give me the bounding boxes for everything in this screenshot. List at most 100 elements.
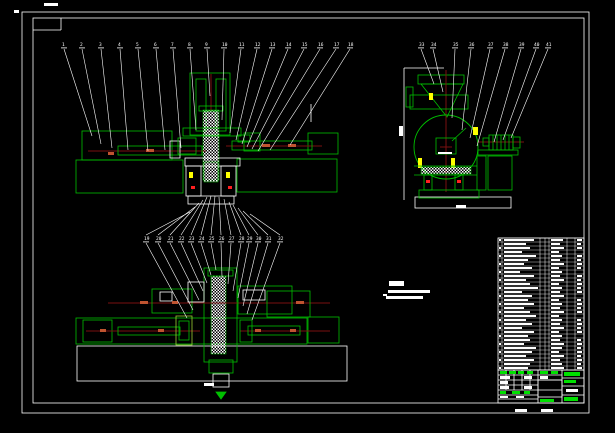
part-remark-text <box>577 347 581 349</box>
title-block-s13 <box>537 379 563 398</box>
title-block-s28 <box>540 399 554 402</box>
balloon-number: 8 <box>188 42 191 48</box>
part-material-text <box>551 251 559 253</box>
part-material-text <box>551 271 562 273</box>
part-material-text <box>551 239 563 241</box>
balloon-number: 13 <box>270 42 276 48</box>
balloon-number: 25 <box>209 236 215 242</box>
bottom-section-view-s11 <box>290 329 296 332</box>
balloon-underline <box>238 47 244 49</box>
side-view-s20 <box>420 166 472 175</box>
balloon-number: 29 <box>247 236 253 242</box>
front-section-view-s21 <box>177 137 197 155</box>
part-material-text <box>551 315 559 317</box>
part-material-text <box>551 359 560 361</box>
part-name-text <box>504 267 532 269</box>
bottom-section-view-s13 <box>178 320 190 341</box>
side-view-s39 <box>487 155 513 191</box>
part-material-text <box>551 267 559 269</box>
part-name-text <box>504 355 526 357</box>
part-name-text <box>504 271 520 273</box>
title-block-s27 <box>524 391 530 394</box>
balloon-number: 31 <box>266 236 272 242</box>
balloon-underline <box>238 241 244 243</box>
balloon-underline <box>153 47 159 49</box>
leader-line <box>246 242 269 315</box>
leader-line <box>221 48 225 121</box>
balloon-number: 2 <box>80 42 83 48</box>
part-name-text <box>504 347 536 349</box>
balloon-underline <box>277 241 283 243</box>
balloon-number: 11 <box>239 42 245 48</box>
part-number-text <box>499 271 501 273</box>
part-material-text <box>551 331 559 333</box>
part-number-text <box>499 311 501 313</box>
balloon-number: 40 <box>534 42 540 48</box>
part-remark-text <box>577 355 581 357</box>
part-name-text <box>504 299 528 301</box>
part-name-text <box>504 259 528 261</box>
front-section-view-s26 <box>203 161 219 183</box>
part-name-text <box>504 243 526 245</box>
leader-line <box>157 242 194 311</box>
balloon-underline <box>333 47 339 49</box>
leader-line <box>220 242 223 278</box>
balloon-number: 32 <box>278 236 284 242</box>
balloon-underline <box>167 241 173 243</box>
title-block-s24 <box>564 380 576 383</box>
part-number-text <box>499 359 501 361</box>
part-name-text <box>504 291 522 293</box>
part-material-text <box>551 323 560 325</box>
balloon-number: 17 <box>334 42 340 48</box>
bottom-section-view-s6 <box>117 326 181 336</box>
side-view-s4 <box>456 205 466 208</box>
title-block-s31 <box>500 381 508 384</box>
part-number-text <box>499 335 501 337</box>
part-name-text <box>504 251 522 253</box>
part-material-text <box>551 355 564 357</box>
balloon-number: 6 <box>154 42 157 48</box>
balloon-number: 15 <box>302 42 308 48</box>
balloon-number: 4 <box>118 42 121 48</box>
leader-line <box>172 48 182 149</box>
part-number-text <box>499 367 501 369</box>
balloon-number: 27 <box>229 236 235 242</box>
front-section-view-s2 <box>236 158 338 193</box>
leader-line <box>190 242 208 284</box>
leader-line <box>206 48 211 97</box>
side-view-s6 <box>420 83 464 118</box>
side-view-s2 <box>399 126 403 136</box>
bottom-section-view-s20 <box>159 291 173 302</box>
leader-line <box>235 48 258 141</box>
front-section-view-s16 <box>231 140 313 151</box>
part-material-text <box>551 255 562 257</box>
front-section-view-s11 <box>117 145 203 156</box>
part-number-text <box>499 287 501 289</box>
leader-line <box>227 242 232 285</box>
leader-line <box>232 242 242 292</box>
leader-line <box>232 204 250 236</box>
side-view-s9 <box>405 86 414 108</box>
front-section-view-s14 <box>108 152 114 155</box>
part-remark-text <box>577 259 581 261</box>
leader-line <box>289 48 351 146</box>
balloon-number: 20 <box>156 236 162 242</box>
balloon-underline <box>301 47 307 49</box>
leader-line <box>223 198 232 236</box>
leader-line <box>493 48 522 143</box>
front-section-view-s22 <box>243 132 261 152</box>
title-block-s26 <box>512 391 520 394</box>
part-number-text <box>499 247 501 249</box>
title-block-s21 <box>540 371 548 374</box>
balloon-underline <box>198 241 204 243</box>
part-name-text <box>504 315 536 317</box>
leader-line <box>119 48 129 151</box>
balloon-number: 1 <box>62 42 65 48</box>
balloon-underline <box>502 47 508 49</box>
leader-line <box>200 242 212 276</box>
bottom-section-view-s17 <box>207 269 234 277</box>
front-section-view-s29 <box>191 186 195 189</box>
balloon-underline <box>143 241 149 243</box>
part-name-text <box>504 327 522 329</box>
